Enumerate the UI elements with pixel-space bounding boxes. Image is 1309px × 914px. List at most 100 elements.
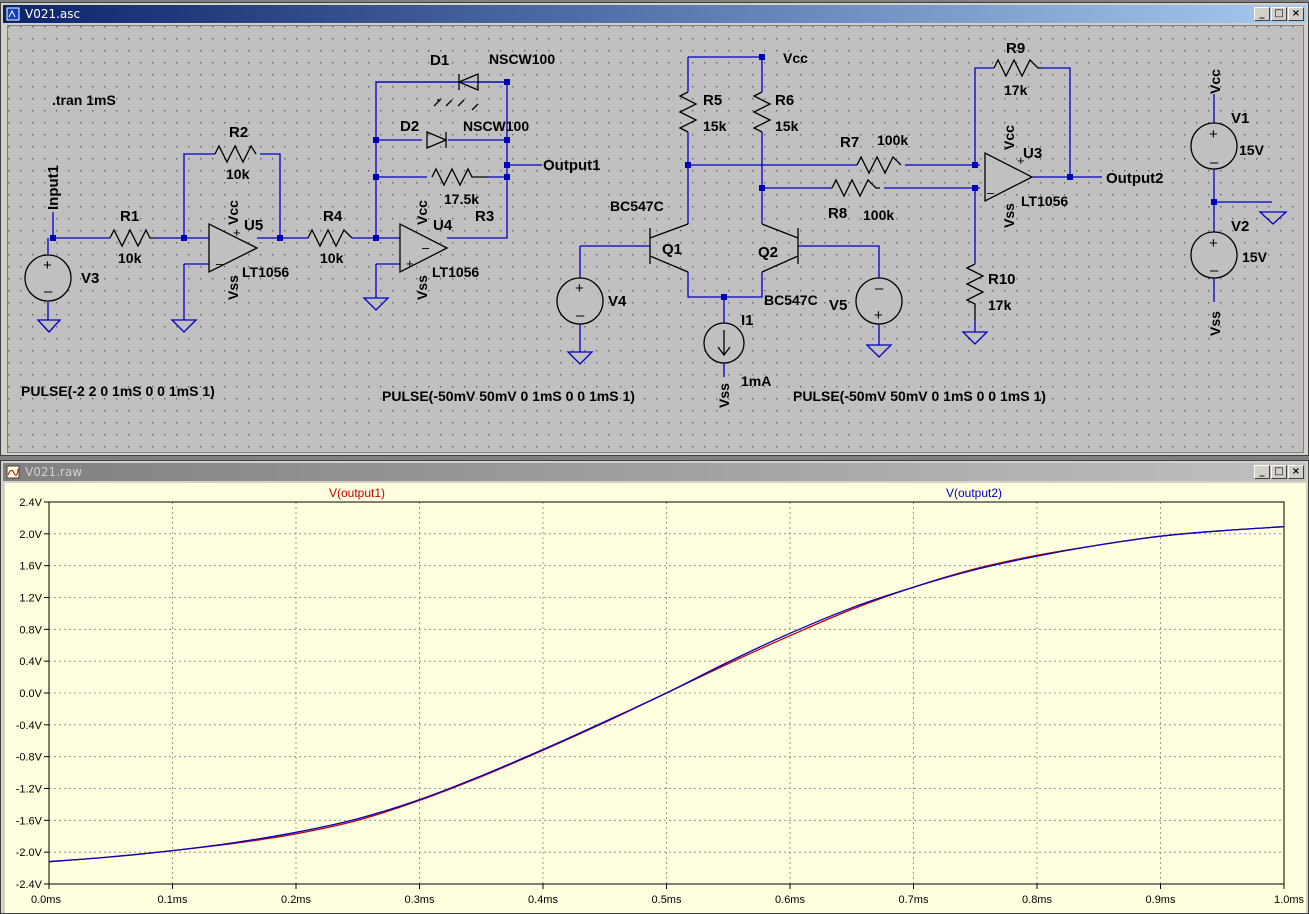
svg-text:–: – [987, 185, 995, 200]
label-r7[interactable]: R7 [840, 134, 859, 151]
label-v1-vcc: Vcc [1207, 69, 1223, 94]
x-tick-label: 0.1ms [158, 894, 188, 906]
maximize-button[interactable]: □ [1271, 7, 1287, 21]
label-v4[interactable]: V4 [608, 293, 627, 310]
y-tick-label: 0.0V [19, 688, 42, 700]
y-tick-label: 0.8V [19, 624, 42, 636]
waveform-plot[interactable]: 2.4V2.0V1.6V1.2V0.8V0.4V0.0V-0.4V-0.8V-1… [5, 483, 1306, 913]
label-u4-vcc: Vcc [414, 200, 430, 225]
x-tick-label: 0.3ms [405, 894, 435, 906]
label-u5[interactable]: U5 [244, 217, 263, 234]
label-r2[interactable]: R2 [229, 124, 248, 141]
schematic-drawing: +– –+ +– +– +– –+ +– [8, 26, 1303, 452]
label-v1-value[interactable]: 15V [1239, 142, 1265, 158]
label-r7-value[interactable]: 100k [877, 132, 908, 148]
svg-text:+: + [1209, 235, 1218, 252]
label-d2[interactable]: D2 [400, 118, 419, 135]
label-r6[interactable]: R6 [775, 92, 794, 109]
y-tick-label: 1.6V [19, 561, 42, 573]
y-tick-label: 0.4V [19, 656, 42, 668]
svg-text:–: – [875, 280, 884, 297]
label-r5-value[interactable]: 15k [703, 118, 727, 134]
label-u3[interactable]: U3 [1023, 145, 1042, 162]
label-d1[interactable]: D1 [430, 52, 449, 69]
label-v1[interactable]: V1 [1231, 110, 1249, 127]
label-u4-vss: Vss [414, 275, 430, 300]
tran-directive[interactable]: .tran 1mS [52, 92, 116, 108]
y-tick-label: -1.6V [16, 815, 43, 827]
x-tick-label: 0.9ms [1146, 894, 1176, 906]
label-i1-value[interactable]: 1mA [741, 373, 771, 389]
traces [48, 526, 1285, 863]
label-r8-value[interactable]: 100k [863, 207, 894, 223]
svg-text:+: + [874, 307, 883, 324]
label-v5[interactable]: V5 [829, 297, 847, 314]
close-button[interactable]: × [1288, 7, 1304, 21]
label-q2[interactable]: Q2 [758, 244, 778, 261]
schematic-titlebar[interactable]: V021.asc _ □ × [3, 5, 1306, 23]
x-tick-label: 0.8ms [1022, 894, 1052, 906]
label-v2-value[interactable]: 15V [1242, 249, 1268, 265]
source-v5-pulse[interactable]: PULSE(-50mV 50mV 0 1mS 0 0 1mS 1) [793, 388, 1046, 404]
label-i1[interactable]: I1 [741, 312, 754, 329]
label-r9-value[interactable]: 17k [1004, 82, 1028, 98]
source-v4-pulse[interactable]: PULSE(-50mV 50mV 0 1mS 0 0 1mS 1) [382, 388, 635, 404]
y-tick-label: -1.2V [16, 784, 43, 796]
label-r5[interactable]: R5 [703, 92, 722, 109]
trace-legend[interactable]: V(output1) V(output2) [329, 486, 1002, 500]
svg-text:+: + [1017, 153, 1025, 168]
label-q1-model[interactable]: BC547C [610, 198, 664, 214]
label-r10[interactable]: R10 [988, 271, 1016, 288]
y-axis-ticks: 2.4V2.0V1.6V1.2V0.8V0.4V0.0V-0.4V-0.8V-1… [16, 497, 49, 891]
minimize-button[interactable]: _ [1254, 7, 1270, 21]
waveform-titlebar[interactable]: V021.raw _ □ × [3, 463, 1306, 481]
label-r3[interactable]: R3 [475, 208, 494, 225]
minimize-button[interactable]: _ [1254, 465, 1270, 479]
label-output1: Output1 [543, 157, 601, 174]
schematic-app-icon [6, 7, 20, 21]
label-u4-model[interactable]: LT1056 [432, 264, 479, 280]
svg-text:–: – [44, 283, 53, 300]
label-u4[interactable]: U4 [433, 217, 453, 234]
maximize-button[interactable]: □ [1271, 465, 1287, 479]
trace-line-2[interactable] [48, 526, 1285, 863]
label-u5-model[interactable]: LT1056 [242, 264, 289, 280]
x-tick-label: 0.7ms [899, 894, 929, 906]
y-tick-label: -2.4V [16, 879, 43, 891]
label-r1-value[interactable]: 10k [118, 250, 142, 266]
y-tick-label: 2.0V [19, 529, 42, 541]
label-u3-vcc: Vcc [1001, 125, 1017, 150]
label-r10-value[interactable]: 17k [988, 297, 1012, 313]
y-tick-label: 2.4V [19, 497, 42, 509]
label-q1[interactable]: Q1 [662, 241, 682, 258]
svg-text:–: – [1210, 262, 1219, 279]
legend-2[interactable]: V(output2) [946, 486, 1002, 500]
label-r2-value[interactable]: 10k [226, 166, 250, 182]
label-r6-value[interactable]: 15k [775, 118, 799, 134]
waveform-title: V021.raw [25, 465, 83, 479]
y-tick-label: -0.4V [16, 720, 43, 732]
x-tick-label: 0.6ms [775, 894, 805, 906]
label-v3[interactable]: V3 [81, 270, 99, 287]
label-vcc-top: Vcc [783, 50, 808, 66]
close-button[interactable]: × [1288, 465, 1304, 479]
label-d2-model[interactable]: NSCW100 [463, 118, 529, 134]
label-output2: Output2 [1106, 170, 1164, 187]
label-r4-value[interactable]: 10k [320, 250, 344, 266]
label-r9[interactable]: R9 [1006, 40, 1025, 57]
label-r3-value[interactable]: 17.5k [444, 191, 479, 207]
label-d1-model[interactable]: NSCW100 [489, 51, 555, 67]
label-v2[interactable]: V2 [1231, 218, 1249, 235]
source-v3-pulse[interactable]: PULSE(-2 2 0 1mS 0 0 1mS 1) [21, 383, 215, 399]
schematic-canvas[interactable]: +– –+ +– +– +– –+ +– [7, 25, 1304, 453]
label-r1[interactable]: R1 [120, 208, 139, 225]
label-i1-vss: Vss [716, 383, 732, 408]
label-r8[interactable]: R8 [828, 205, 847, 222]
label-u3-model[interactable]: LT1056 [1021, 193, 1068, 209]
legend-1[interactable]: V(output1) [329, 486, 385, 500]
label-r4[interactable]: R4 [323, 208, 343, 225]
label-q2-model[interactable]: BC547C [764, 292, 818, 308]
